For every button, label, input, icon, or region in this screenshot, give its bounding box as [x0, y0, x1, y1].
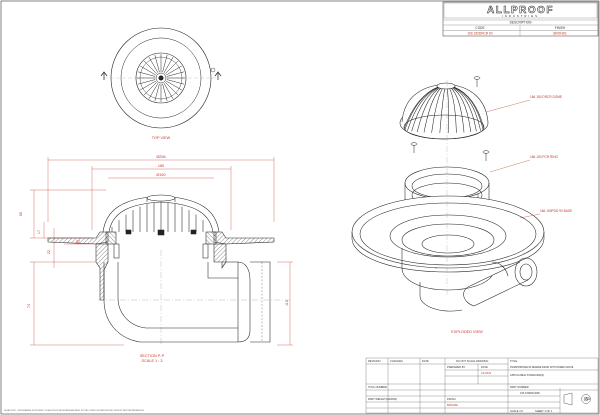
tb-part-weight: PART WEIGHT(GRAMS): [368, 397, 397, 401]
title-block-bottom: [365, 357, 599, 414]
grate-spoke: [166, 79, 185, 85]
tb-date: DATE: [422, 359, 429, 363]
brand-logo: ALLPROOF: [487, 5, 554, 16]
grate-spoke: [163, 57, 174, 73]
exploded-base: [351, 195, 545, 312]
grate-spoke: [165, 82, 179, 96]
code-value: 166 150DRCR 90: [467, 32, 492, 36]
grate-spoke: [143, 82, 157, 96]
finish-header: FINISH: [555, 26, 566, 30]
finish-value: BRONZE: [553, 32, 566, 36]
exploded-dome-rib: [416, 86, 441, 133]
tb-changes: CHANGES: [390, 359, 403, 363]
grate-spoke: [140, 80, 156, 91]
tb-applicable: APPLICABLE STANDARD(S): [510, 373, 544, 377]
grate-spoke: [148, 57, 159, 73]
exploded-dome-rib: [452, 86, 477, 132]
grate-spoke: [143, 60, 157, 74]
tb-finish: FINISH: [447, 397, 456, 401]
dim-left-height: 22: [47, 250, 51, 254]
screw-head: [410, 142, 418, 146]
callout-base: 166 150PDD 90 BASE: [540, 209, 572, 213]
top-view: [100, 27, 222, 129]
title-block-top: ALLPROOF INDUSTRIES DESCRIPTION CODE FIN…: [442, 1, 599, 37]
tb-title-label: TITLE: [510, 359, 517, 363]
dim-top-height: 50: [19, 212, 23, 216]
callouts: 166 150 DRCR DOME 166 150 PCR RING 166 1…: [485, 95, 572, 219]
grate-spoke: [166, 71, 185, 77]
grate-spoke: [154, 83, 160, 102]
tb-part-value: 166 150DRCR90: [520, 391, 540, 395]
tb-date-value: 1/1/2019: [481, 371, 492, 375]
tb-title-value: 150MM BRONZE 90 DEGREE DRAIN WITH DOMED …: [510, 366, 574, 369]
brand-subtitle: INDUSTRIES: [502, 14, 539, 18]
tb-part-number: PART NUMBER: [510, 385, 529, 389]
exploded-view-label: EXPLODED VIEW: [451, 330, 483, 334]
exploded-dome-rib: [423, 86, 443, 133]
dim-mid-width: 180: [158, 164, 164, 168]
exploded-dome-rib: [453, 86, 481, 131]
grate-spoke: [162, 83, 168, 102]
grate-spoke: [166, 65, 182, 76]
dim-mid-height: 17: [37, 230, 41, 234]
dim-total-height: 110: [285, 300, 289, 306]
dim-bottom-height: 74: [27, 304, 31, 308]
exploded-dome-rib: [411, 86, 440, 132]
dim-inner-diameter: Ø150: [156, 173, 165, 177]
grate-spoke: [137, 79, 156, 85]
tb-scale-note: DO NOT SCALE DRAWING: [456, 359, 488, 363]
exploded-dome-rib: [451, 86, 472, 133]
grate-spoke: [166, 80, 182, 91]
tb-sheet: SHEET 1 OF 1: [535, 409, 553, 413]
top-view-label: TOP VIEW: [152, 136, 171, 140]
grate-spoke: [163, 83, 174, 99]
tb-revision: REVISION: [368, 359, 381, 363]
footer-legal-note: LEGAL NOTE - THIS DRAWING IS PROPERTY OF…: [4, 409, 145, 412]
projection-symbol-icon: [563, 392, 591, 406]
grate-spoke: [154, 54, 160, 73]
section-scale-label: SCALE 1 : 3: [142, 359, 163, 363]
callout-dome: 166 150 DRCR DOME: [530, 95, 562, 99]
code-header: CODE: [475, 26, 484, 30]
callout-ring: 166 150 PCR RING: [530, 155, 559, 159]
tb-date-label: DATE: [481, 365, 488, 369]
grate-spoke: [165, 60, 179, 74]
section-view: Ø256 180 Ø150 50 17 22 74 110 32: [19, 155, 293, 346]
screw-head: [482, 150, 490, 154]
tb-finish-value: BRONZE: [447, 403, 458, 407]
description-header: DESCRIPTION: [510, 21, 532, 25]
grate-spoke: [148, 83, 159, 99]
grate-spoke: [162, 54, 168, 73]
tb-scale: SCALE 1:5: [510, 409, 523, 413]
exploded-dome-rib: [449, 86, 465, 133]
screw-head: [473, 76, 481, 80]
exploded-dome: [399, 82, 489, 140]
grate-spoke: [140, 65, 156, 76]
dim-outer-diameter: Ø256: [156, 155, 165, 159]
exploded-dome-rib: [407, 86, 439, 131]
tb-tool-number: TOOL NUMBER: [368, 385, 387, 389]
section-view-label: SECTION P-P: [140, 354, 165, 358]
exploded-view: [351, 76, 545, 312]
grate-spoke: [137, 71, 156, 77]
exploded-dome-rib: [404, 86, 439, 130]
tb-prepared-by: PREPARED BY: [447, 365, 466, 369]
